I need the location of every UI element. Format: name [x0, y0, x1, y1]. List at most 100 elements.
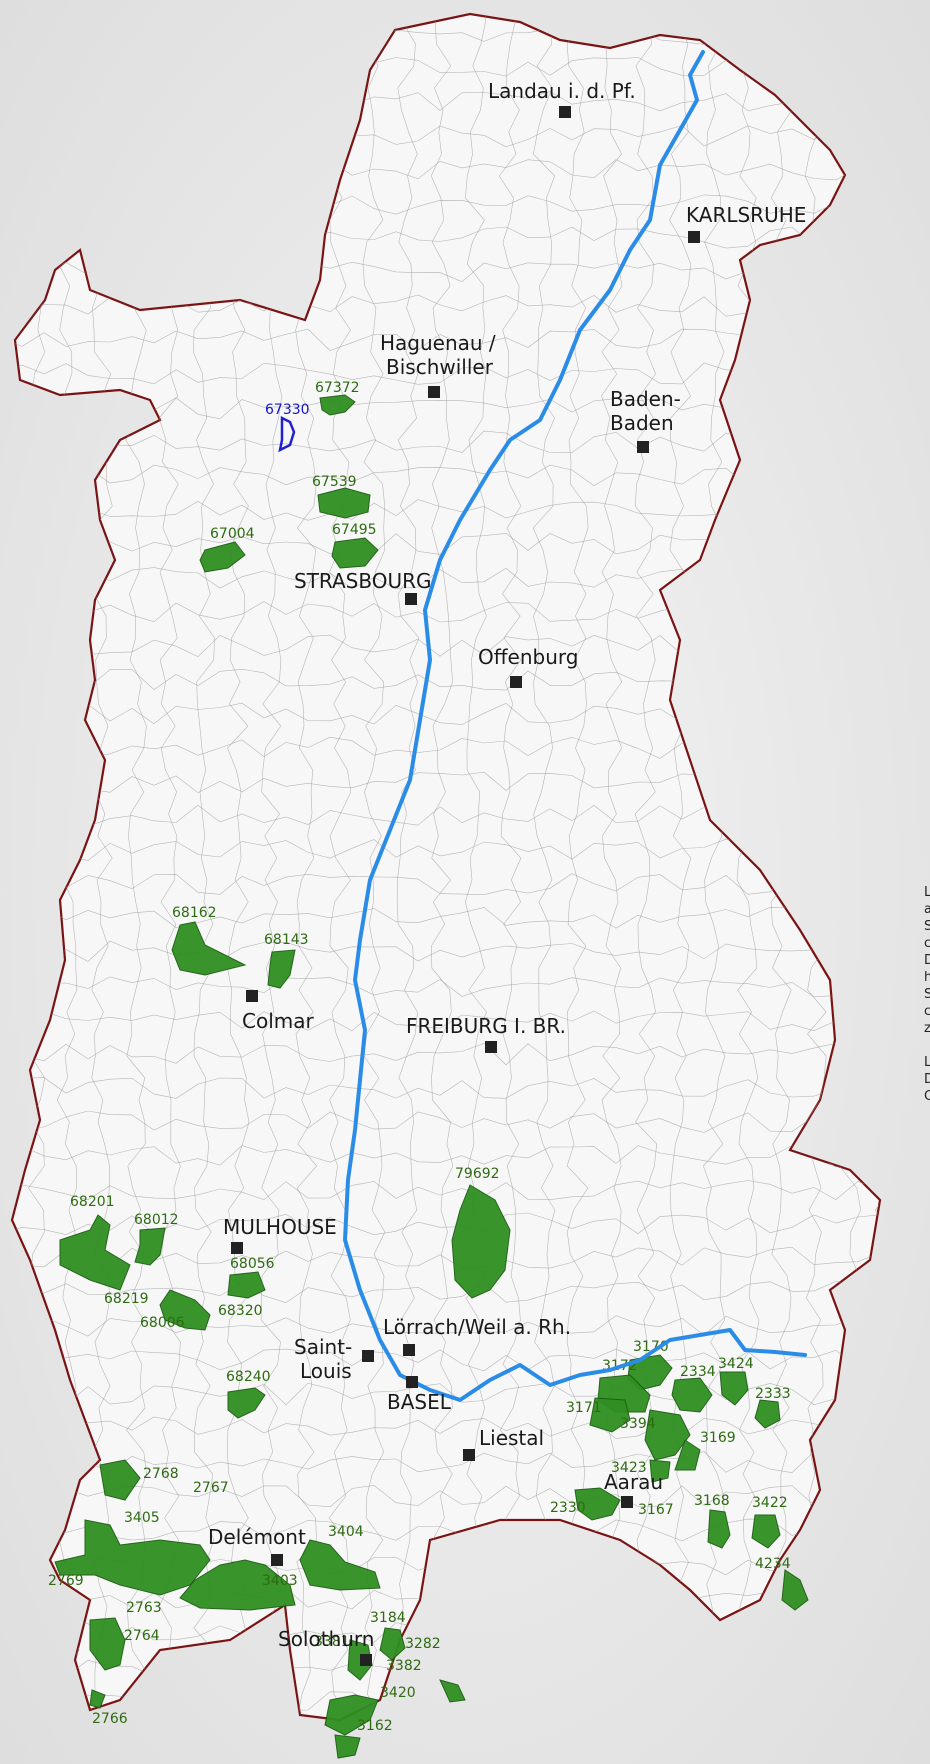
commune-area[interactable]: [278, 415, 296, 453]
city-label: Delémont: [208, 1525, 306, 1549]
commune-area[interactable]: [754, 1399, 781, 1429]
commune-3423[interactable]: 3423: [611, 1459, 671, 1483]
commune-area[interactable]: [334, 1734, 361, 1759]
commune-2767[interactable]: 2767: [193, 1480, 229, 1496]
side-text-line: a: [924, 902, 930, 917]
commune-area[interactable]: [751, 1514, 781, 1549]
commune-label: 3394: [620, 1416, 656, 1432]
commune-area[interactable]: [324, 1694, 379, 1736]
commune-2764[interactable]: 2764: [89, 1617, 160, 1671]
commune-area[interactable]: [89, 1617, 126, 1671]
commune-2334[interactable]: 2334: [671, 1364, 716, 1413]
commune-2333[interactable]: 2333: [754, 1386, 791, 1429]
commune-area[interactable]: [319, 394, 356, 416]
commune-3162[interactable]: 3162: [334, 1718, 393, 1759]
commune-area[interactable]: [89, 1689, 106, 1709]
commune-area[interactable]: [59, 1214, 131, 1291]
commune-area[interactable]: [54, 1519, 211, 1596]
commune-3170[interactable]: 3170: [627, 1339, 673, 1391]
commune-area[interactable]: [574, 1487, 621, 1521]
commune-area[interactable]: [649, 1459, 671, 1483]
commune-area[interactable]: [199, 541, 246, 573]
commune-3167[interactable]: 3167: [638, 1502, 674, 1518]
commune-68143[interactable]: 68143: [264, 932, 309, 989]
commune-label: 3167: [638, 1502, 674, 1518]
commune-area[interactable]: [317, 487, 371, 519]
commune-area[interactable]: [267, 949, 296, 989]
commune-area[interactable]: [227, 1271, 266, 1299]
commune-4234[interactable]: 4234: [755, 1556, 809, 1611]
commune-67372[interactable]: 67372: [315, 380, 360, 416]
commune-2763[interactable]: 2763: [126, 1600, 162, 1616]
commune-3404[interactable]: 3404: [299, 1524, 381, 1591]
commune-67004[interactable]: 67004: [199, 526, 255, 573]
commune-area[interactable]: [589, 1397, 631, 1433]
boundary-line: [12, 976, 880, 998]
commune-area[interactable]: [644, 1409, 691, 1461]
commune-67330[interactable]: 67330: [265, 402, 310, 453]
commune-67539[interactable]: 67539: [312, 474, 371, 519]
commune-area[interactable]: [451, 1184, 511, 1299]
commune-68320[interactable]: 68320: [218, 1303, 263, 1319]
commune-3420[interactable]: 3420: [324, 1685, 416, 1736]
commune-3171[interactable]: 3171: [566, 1397, 631, 1433]
commune-2769[interactable]: 2769: [48, 1573, 84, 1589]
commune-label: 67004: [210, 526, 255, 542]
commune-3184[interactable]: 3184: [370, 1610, 406, 1661]
commune-area[interactable]: [719, 1371, 749, 1406]
commune-area[interactable]: [171, 921, 247, 976]
commune-area[interactable]: [179, 1559, 296, 1611]
commune-2766[interactable]: 2766: [89, 1689, 128, 1727]
commune-2330[interactable]: 2330: [550, 1487, 621, 1521]
commune-67495[interactable]: 67495: [331, 522, 379, 569]
commune-68012[interactable]: 68012: [134, 1212, 179, 1266]
boundary-line: [12, 1145, 880, 1168]
commune-area[interactable]: [707, 1509, 731, 1549]
commune-3282[interactable]: 3282: [405, 1636, 466, 1703]
commune-area[interactable]: [134, 1227, 166, 1266]
commune-3424[interactable]: 3424: [718, 1356, 754, 1406]
commune-3169[interactable]: 3169: [674, 1430, 736, 1471]
commune-68006[interactable]: 68006: [140, 1289, 211, 1331]
boundary-line: [702, 14, 726, 1720]
commune-3405[interactable]: 3405: [54, 1510, 211, 1596]
city-mulhouse: MULHOUSE: [223, 1215, 337, 1254]
commune-3168[interactable]: 3168: [694, 1493, 731, 1549]
commune-68162[interactable]: 68162: [171, 905, 247, 976]
commune-area[interactable]: [227, 1387, 266, 1419]
side-text-line: L: [924, 885, 930, 900]
commune-area[interactable]: [379, 1627, 406, 1661]
commune-68240[interactable]: 68240: [226, 1369, 271, 1419]
commune-3422[interactable]: 3422: [751, 1495, 788, 1549]
commune-3394[interactable]: 3394: [620, 1409, 691, 1461]
boundary-line: [328, 14, 352, 1720]
commune-2768[interactable]: 2768: [99, 1459, 179, 1501]
city-basel: BASEL: [387, 1376, 452, 1414]
city-marker: [510, 676, 522, 688]
commune-area[interactable]: [331, 537, 379, 569]
boundary-line: [532, 14, 556, 1720]
commune-area[interactable]: [781, 1569, 809, 1611]
commune-68201[interactable]: 68201: [59, 1194, 131, 1291]
commune-68219[interactable]: 68219: [104, 1291, 149, 1307]
commune-area[interactable]: [439, 1679, 466, 1703]
commune-area[interactable]: [159, 1289, 211, 1331]
side-text-line: C: [924, 1089, 930, 1104]
commune-area[interactable]: [99, 1459, 141, 1501]
city-marker: [405, 593, 417, 605]
commune-area[interactable]: [674, 1439, 701, 1471]
commune-79692[interactable]: 79692: [451, 1166, 511, 1299]
city-label: Aarau: [604, 1470, 663, 1494]
commune-area[interactable]: [671, 1377, 713, 1413]
commune-68056[interactable]: 68056: [227, 1256, 275, 1299]
commune-area[interactable]: [299, 1539, 381, 1591]
city-solothurn: Solothurn: [278, 1627, 374, 1666]
commune-label: 3169: [700, 1430, 736, 1446]
commune-label: 3282: [405, 1636, 441, 1652]
commune-label: 2764: [124, 1628, 160, 1644]
city-marker: [637, 441, 649, 453]
commune-3382[interactable]: 3382: [386, 1658, 422, 1674]
commune-3403[interactable]: 3403: [179, 1559, 298, 1611]
commune-label: 4234: [755, 1556, 791, 1572]
